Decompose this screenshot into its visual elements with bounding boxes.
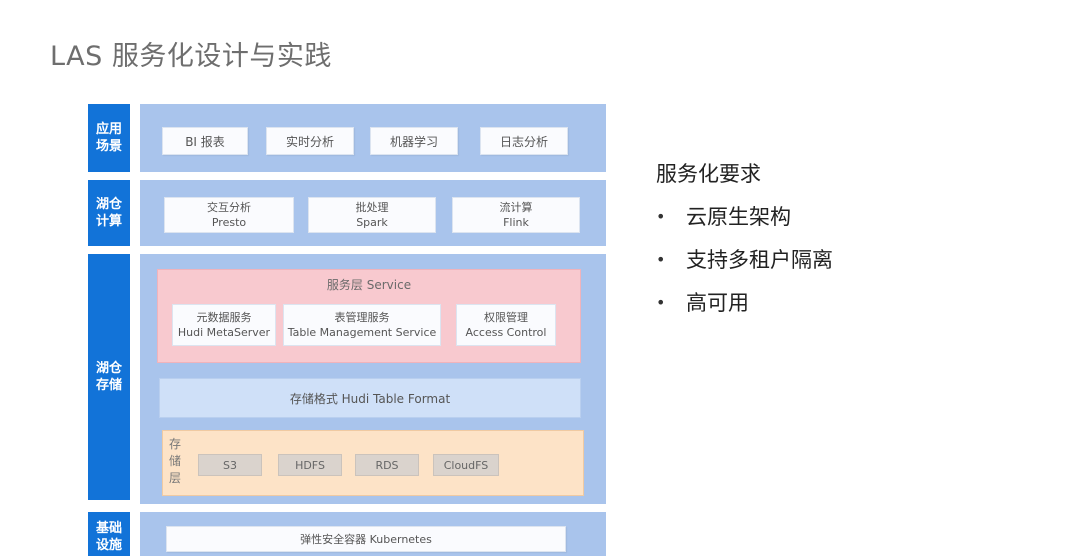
service-item-en: Hudi MetaServer [177, 326, 271, 339]
infra-item-kubernetes: 弹性安全容器 Kubernetes [166, 526, 566, 552]
layer-label-app: 应用 场景 [88, 104, 130, 172]
architecture-diagram: 应用 场景 BI 报表 实时分析 机器学习 日志分析 湖仓 计算 交互分析 Pr… [88, 104, 606, 556]
requirement-item: • 高可用 [656, 287, 956, 317]
requirements-panel: 服务化要求 • 云原生架构 • 支持多租户隔离 • 高可用 [656, 158, 956, 318]
store-item-s3: S3 [198, 454, 262, 476]
layer-label-infra: 基础 设施 [88, 512, 130, 556]
bullet-icon: • [656, 206, 666, 226]
requirements-heading: 服务化要求 [656, 162, 761, 186]
storage-format-panel: 存储格式 Hudi Table Format [159, 378, 581, 418]
app-item-bi-report: BI 报表 [162, 127, 248, 155]
compute-item-spark: 批处理 Spark [308, 197, 436, 233]
store-item-hdfs: HDFS [278, 454, 342, 476]
compute-item-zh: 批处理 [355, 201, 389, 214]
compute-item-en: Flink [503, 216, 529, 229]
compute-item-en: Spark [356, 216, 388, 229]
requirement-text: 高可用 [686, 291, 749, 315]
bullet-icon: • [656, 292, 666, 312]
service-item-zh: 元数据服务 [196, 311, 252, 324]
compute-item-zh: 流计算 [499, 201, 533, 214]
requirement-text: 支持多租户隔离 [686, 248, 833, 272]
service-item-zh: 表管理服务 [334, 311, 390, 324]
requirement-item: • 云原生架构 [656, 201, 956, 231]
service-item-table-management: 表管理服务 Table Management Service [283, 304, 441, 346]
compute-item-flink: 流计算 Flink [452, 197, 580, 233]
app-item-machine-learning: 机器学习 [370, 127, 458, 155]
storage-layer-label: 存 储 层 [168, 437, 181, 485]
compute-item-en: Presto [211, 216, 247, 229]
requirement-text: 云原生架构 [686, 205, 791, 229]
requirement-item: • 支持多租户隔离 [656, 244, 956, 274]
layer-label-compute: 湖仓 计算 [88, 180, 130, 246]
compute-item-zh: 交互分析 [207, 201, 251, 214]
app-item-log-analysis: 日志分析 [480, 127, 568, 155]
bullet-icon: • [656, 249, 666, 269]
compute-item-presto: 交互分析 Presto [164, 197, 294, 233]
service-item-access-control: 权限管理 Access Control [456, 304, 556, 346]
app-item-realtime-analysis: 实时分析 [266, 127, 354, 155]
service-item-metaserver: 元数据服务 Hudi MetaServer [172, 304, 276, 346]
store-item-cloudfs: CloudFS [433, 454, 499, 476]
store-item-rds: RDS [355, 454, 419, 476]
layer-label-storage: 湖仓 存储 [88, 254, 130, 500]
service-layer-title: 服务层 Service [326, 278, 412, 292]
page-title: LAS 服务化设计与实践 [50, 41, 332, 72]
service-item-en: Table Management Service [287, 326, 437, 339]
service-item-zh: 权限管理 [484, 311, 528, 324]
service-item-en: Access Control [465, 326, 547, 339]
